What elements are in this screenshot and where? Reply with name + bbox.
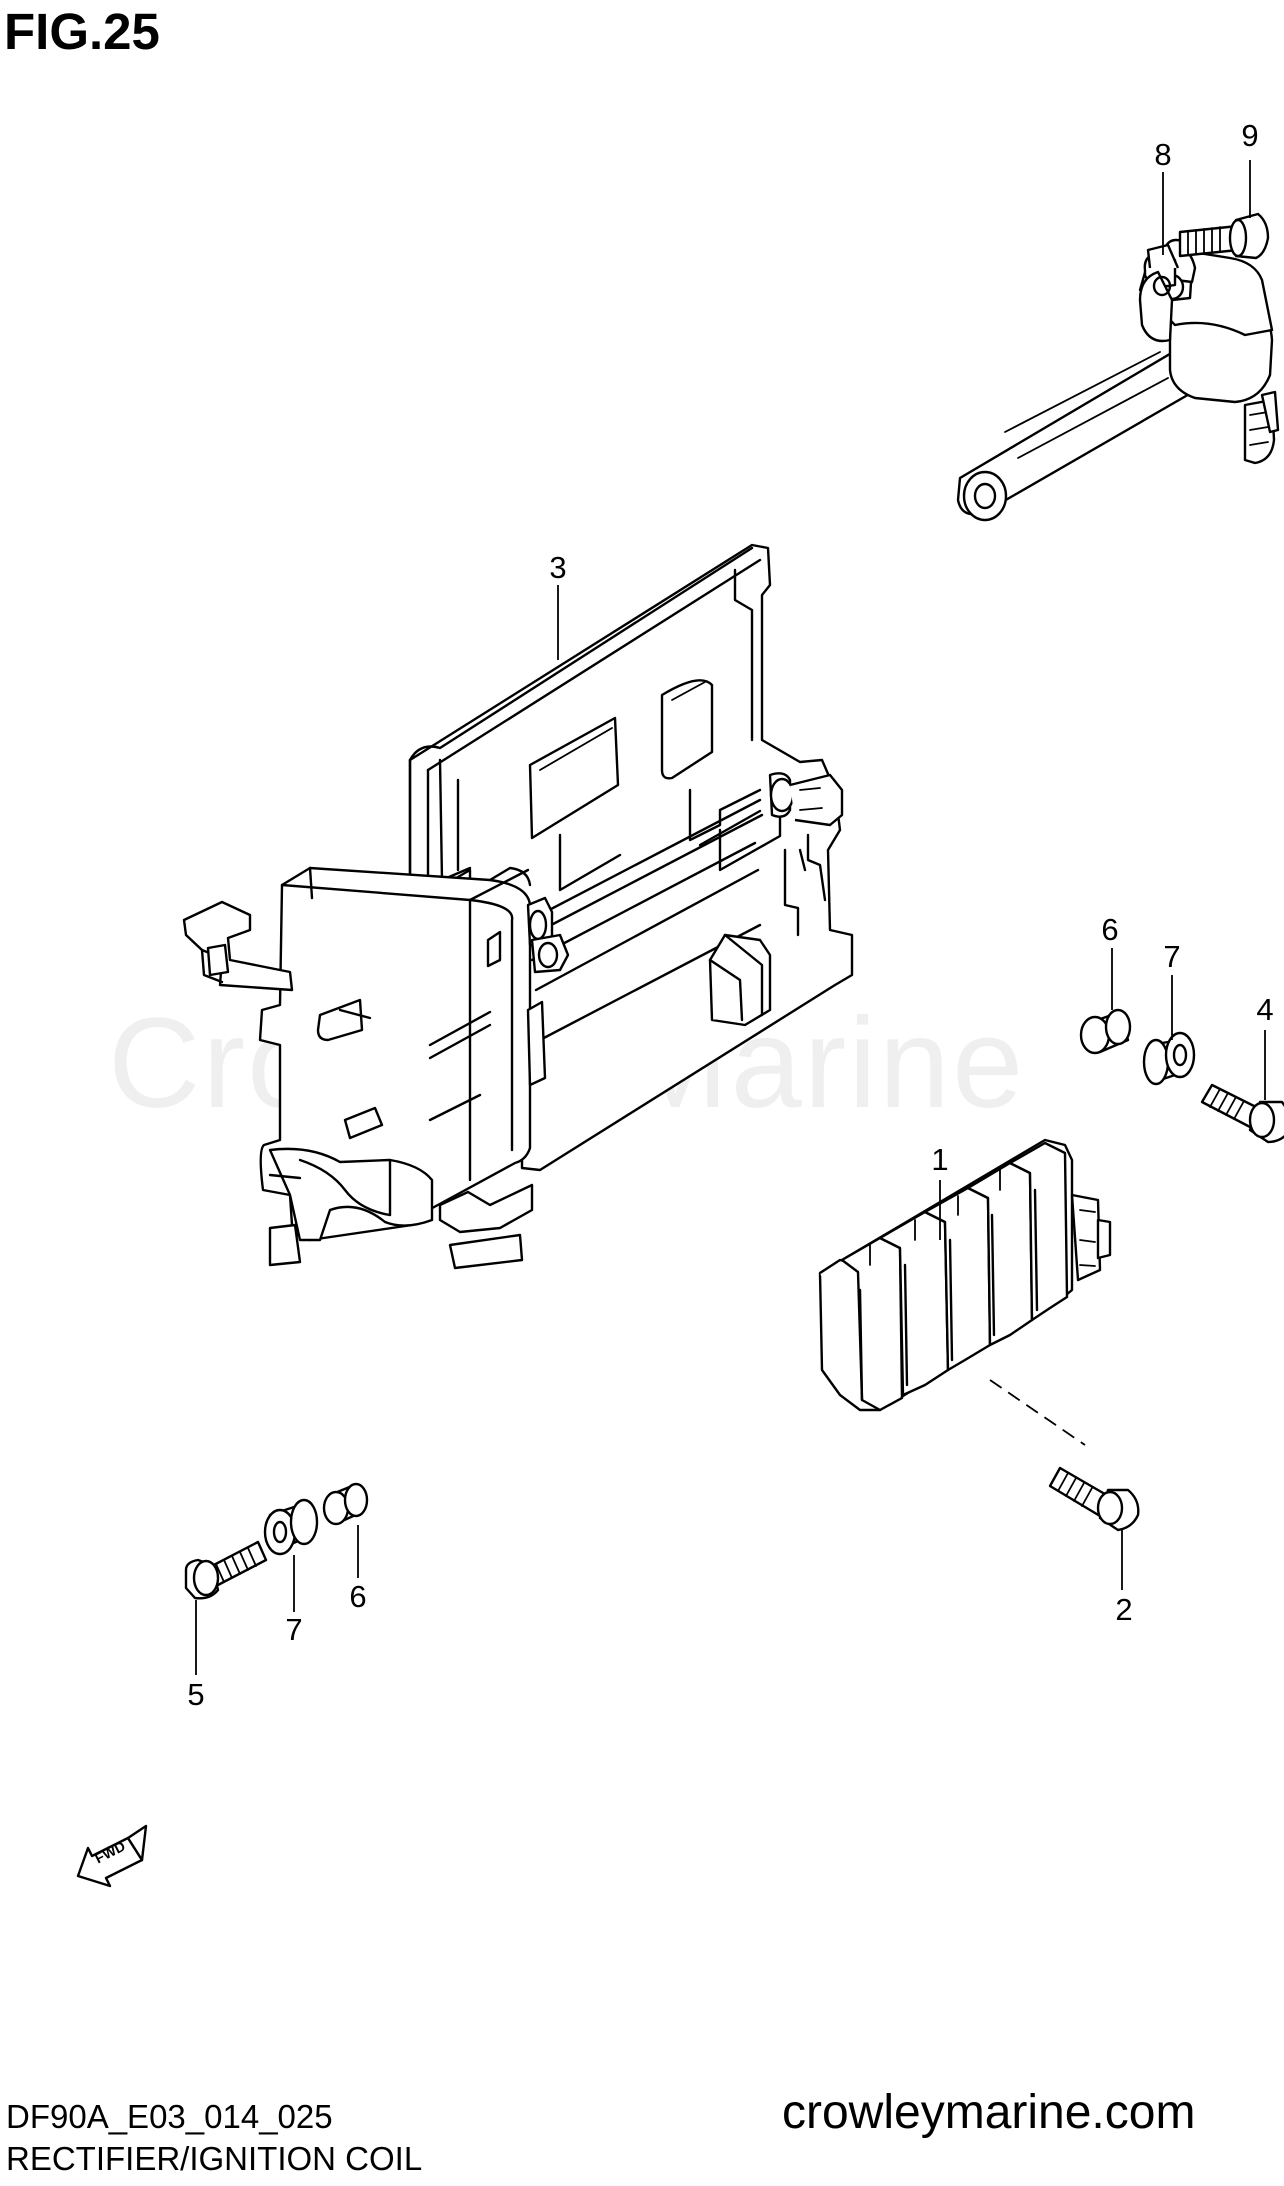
grommet-part-7-right[interactable] [1142,1031,1196,1086]
callout-label-7-right: 7 [1163,939,1181,974]
callout-label-2: 2 [1115,1592,1133,1627]
bolt-part-2[interactable] [1048,1466,1140,1532]
callout-label-5: 5 [187,1677,205,1712]
figure-title: FIG.25 [4,3,160,60]
callout-label-7-left: 7 [285,1612,303,1647]
callout-leaders [195,160,1266,1675]
diagram-code: DF90A_E03_014_025 [6,2098,333,2135]
collar-part-6-right[interactable] [1079,1008,1132,1055]
grommet-part-7-left[interactable] [263,1498,319,1556]
rectifier-bolt-guideline [989,1379,1086,1446]
callout-label-4: 4 [1256,992,1274,1027]
bolt-part-4[interactable] [1200,1083,1284,1144]
section-title: RECTIFIER/IGNITION COIL [6,2140,423,2177]
rectifier-part-1[interactable] [818,1138,1112,1412]
website-label[interactable]: crowleymarine.com [782,2086,1196,2139]
fwd-arrow-icon [76,1824,148,1888]
bolt-part-9[interactable] [1178,212,1270,260]
callout-label-9: 9 [1241,118,1259,153]
callout-label-3: 3 [549,550,567,585]
collar-part-6-left[interactable] [322,1482,369,1526]
bracket-left-housing [182,866,570,1270]
callout-label-8: 8 [1154,137,1172,172]
callout-label-6-left: 6 [349,1579,367,1614]
ignition-coil-part-8[interactable] [956,238,1284,522]
bolt-part-5[interactable] [184,1540,268,1600]
callout-label-1: 1 [931,1142,949,1177]
callout-label-6-right: 6 [1101,912,1119,947]
